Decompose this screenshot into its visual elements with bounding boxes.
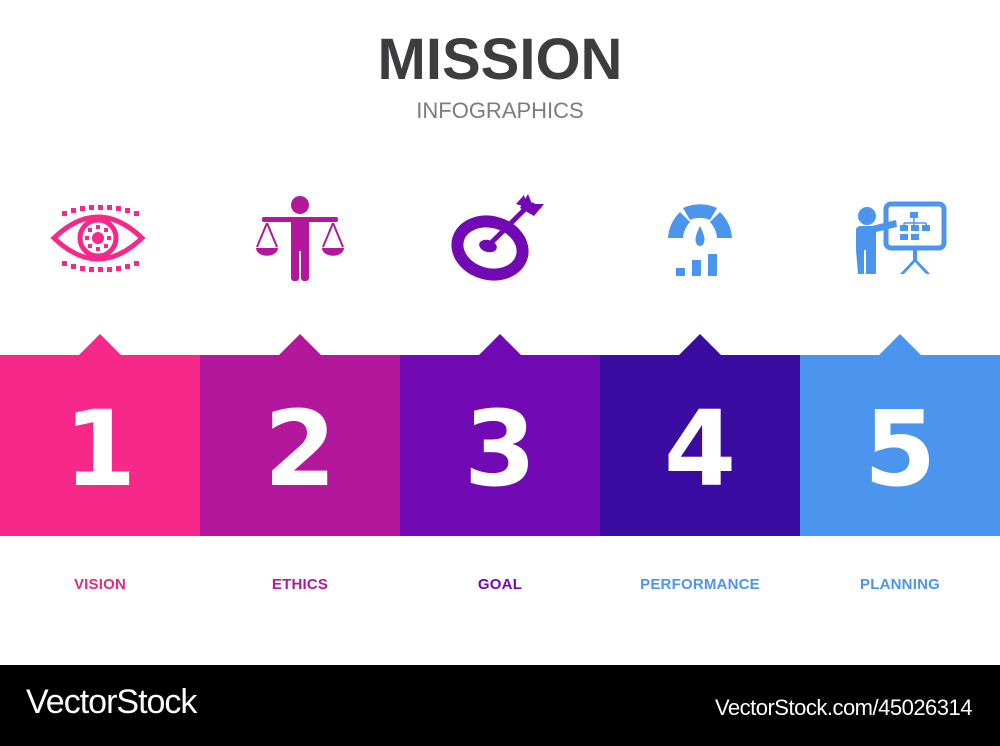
presentation-icon (856, 201, 947, 274)
pointer-5 (879, 334, 921, 355)
steps-band: 1 2 3 4 5 (0, 334, 1000, 536)
step-label-vision: VISION (73, 576, 127, 593)
step-label-planning: PLANNING (860, 576, 940, 593)
step-label-performance: PERFORMANCE (640, 576, 760, 593)
footer-brand: VectorStock (26, 683, 197, 721)
target-dart-icon (451, 194, 544, 281)
step-5: 5 (800, 334, 1000, 536)
gauge-icon (668, 204, 732, 276)
page-title: MISSION (377, 27, 623, 92)
step-number: 1 (63, 387, 137, 510)
step-number: 4 (663, 387, 737, 510)
page-subtitle: INFOGRAPHICS (416, 98, 584, 123)
footer-reference: VectorStock.com/45026314 (714, 695, 973, 720)
pointer-2 (279, 334, 321, 355)
step-1: 1 (0, 334, 200, 536)
step-number: 3 (463, 387, 537, 510)
watermark-footer: VectorStock VectorStock.com/45026314 (0, 665, 1000, 746)
eye-icon (50, 205, 146, 272)
pointer-1 (79, 334, 121, 355)
pointer-4 (679, 334, 721, 355)
step-label-ethics: ETHICS (271, 576, 329, 593)
step-4: 4 (600, 334, 800, 536)
step-3: 3 (400, 334, 600, 536)
scales-person-icon (256, 196, 344, 281)
step-labels: VISION ETHICS GOAL PERFORMANCE PLANNING (0, 576, 1000, 593)
step-number: 2 (263, 387, 337, 510)
pointer-3 (479, 334, 521, 355)
step-label-goal: GOAL (477, 576, 523, 593)
step-2: 2 (200, 334, 400, 536)
step-number: 5 (863, 387, 937, 510)
